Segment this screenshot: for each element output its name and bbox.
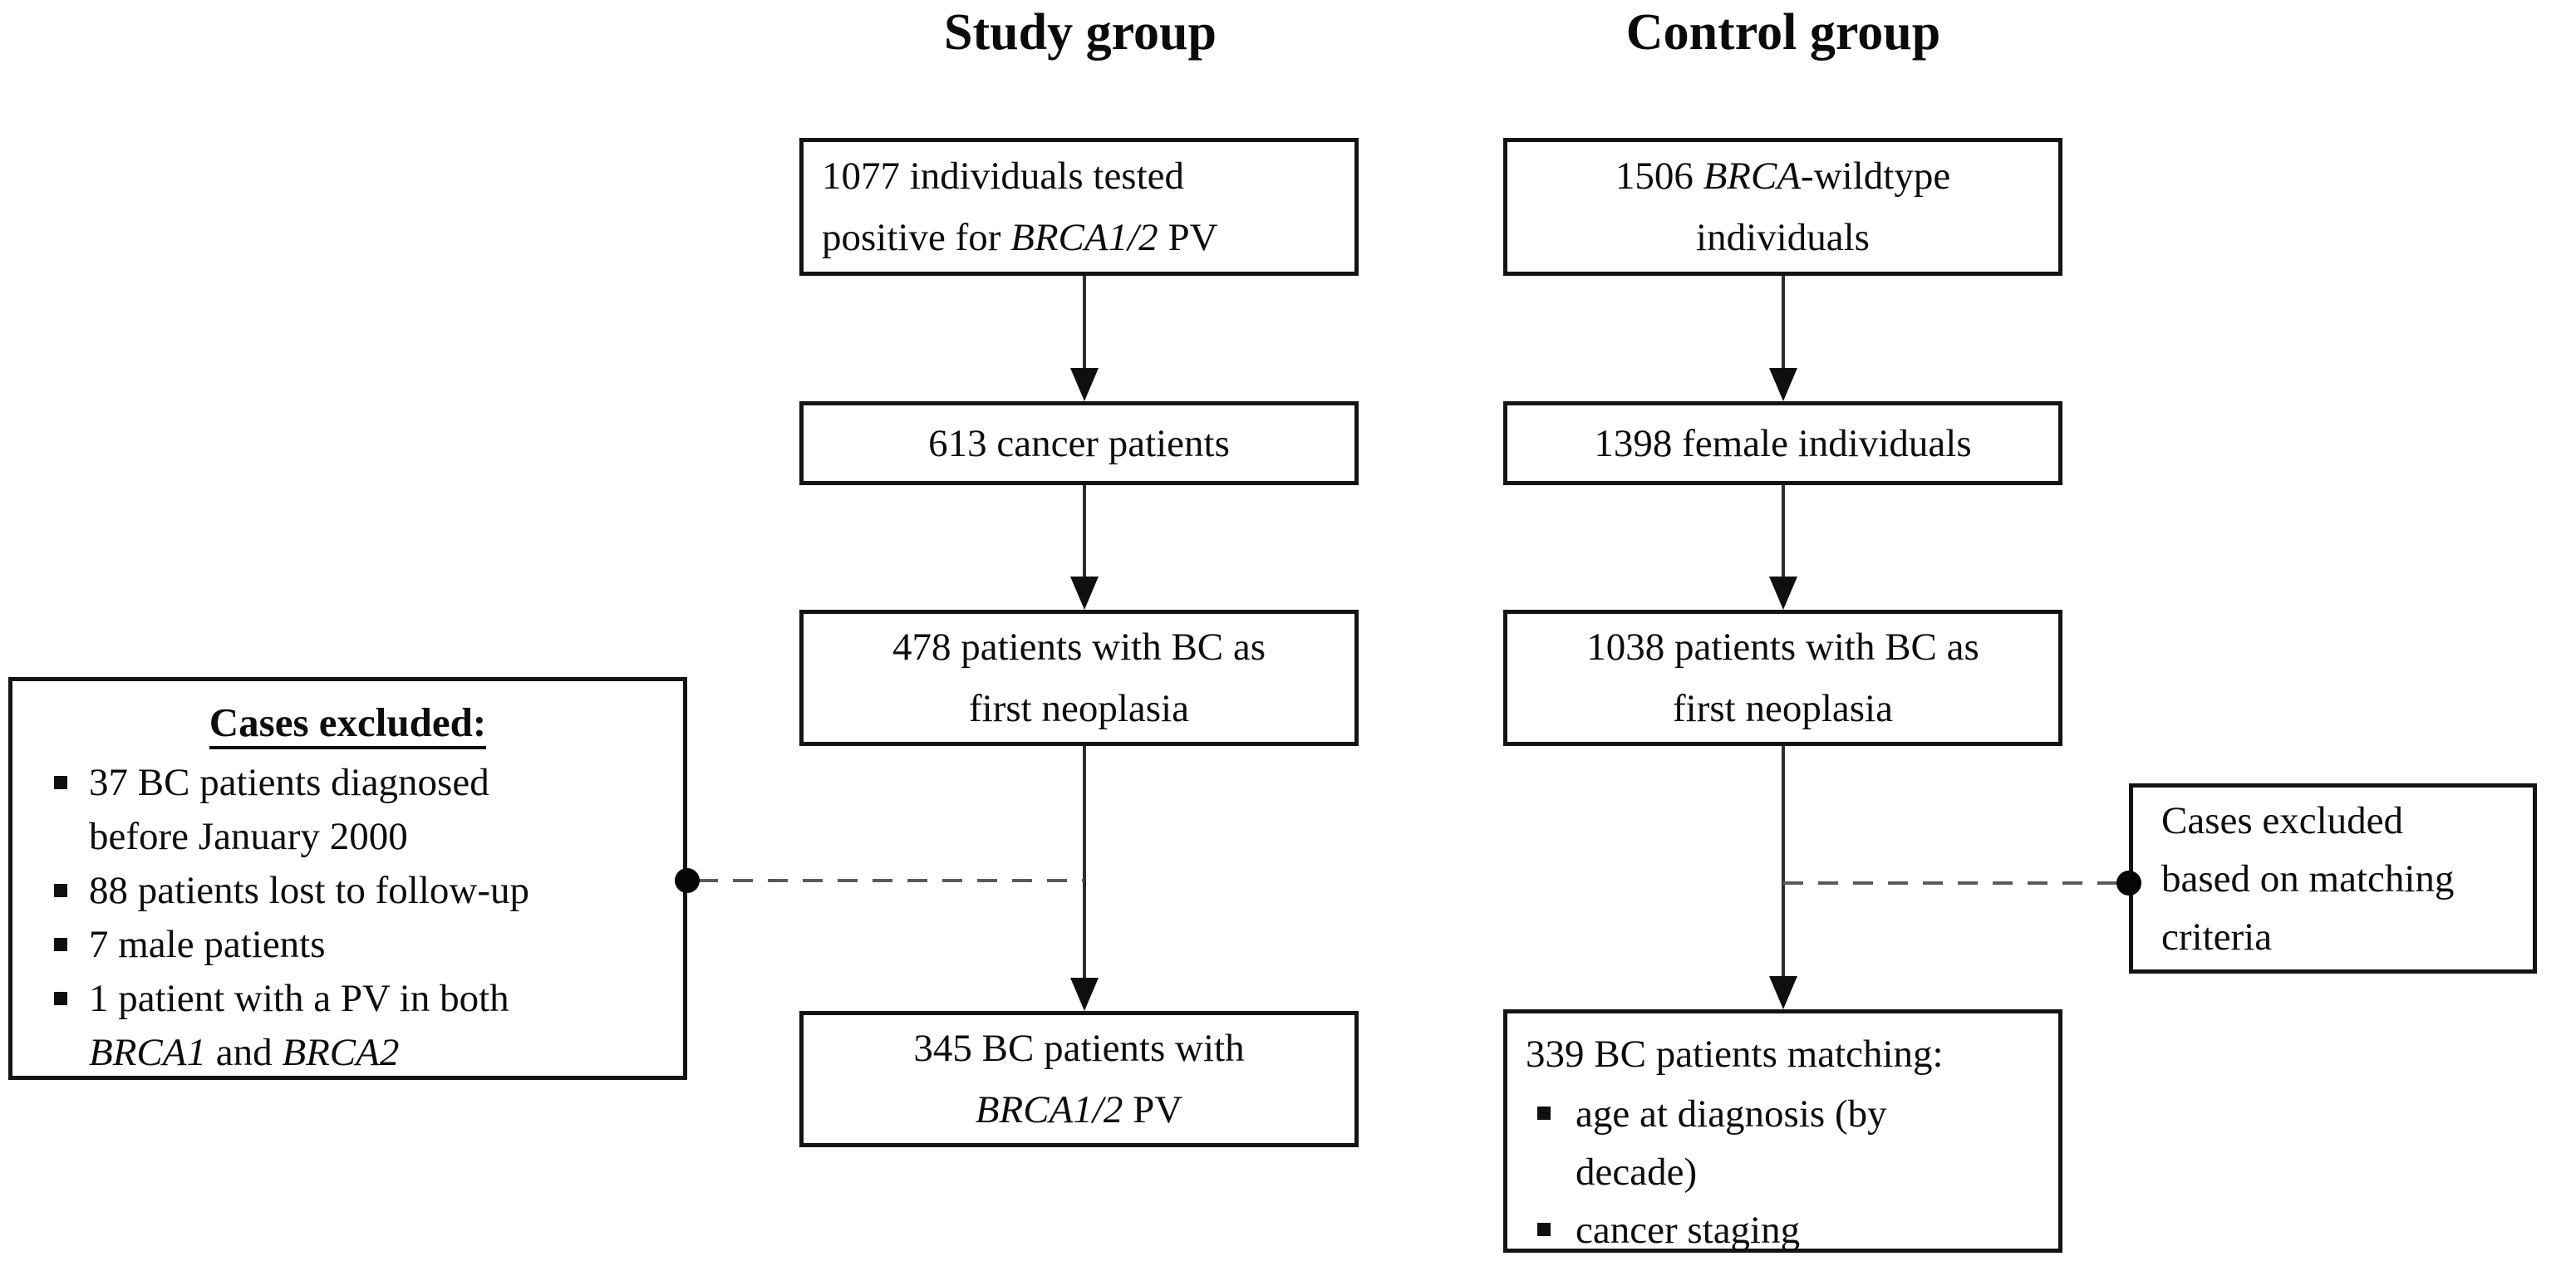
excluded-bullet-lost-followup: 88 patients lost to follow-up <box>34 864 661 918</box>
excluded-bullet-male: 7 male patients <box>34 918 661 972</box>
control-arrow-line-1 <box>1782 276 1785 370</box>
gene-name-italic: BRCA <box>1703 155 1802 198</box>
study-arrow-line-3 <box>1083 746 1086 981</box>
study-group-header: Study group <box>944 4 1217 61</box>
control-arrow-line-3 <box>1782 746 1785 978</box>
square-bullet-icon <box>54 776 67 789</box>
study-box-final: 345 BC patients with BRCA1/2 PV <box>799 1011 1359 1147</box>
control-bullet-staging: cancer staging <box>1526 1201 2042 1259</box>
study-box1-line2: positive for BRCA1/2 PV <box>822 216 1218 259</box>
connector-dot-right <box>2116 871 2141 896</box>
study-box1-line1: 1077 individuals tested <box>822 155 1185 198</box>
control-box1-line1: 1506 BRCA-wildtype <box>1615 155 1951 198</box>
dashed-connector-left <box>698 879 1084 882</box>
cases-excluded-left-box: Cases excluded: 37 BC patients diagnosed… <box>8 677 687 1080</box>
control-arrowhead-3 <box>1769 976 1797 1009</box>
square-bullet-icon <box>54 992 67 1005</box>
control-box-female: 1398 female individuals <box>1503 401 2062 485</box>
study-box-tested-positive: 1077 individuals tested positive for BRC… <box>799 138 1359 276</box>
square-bullet-icon <box>54 938 67 951</box>
control-box4-title: 339 BC patients matching: <box>1526 1033 1944 1076</box>
study-arrow-line-2 <box>1083 485 1086 578</box>
gene-name-italic: BRCA1/2 <box>1010 216 1158 259</box>
control-box-matching: 339 BC patients matching: age at diagnos… <box>1503 1009 2062 1253</box>
control-group-header: Control group <box>1625 4 1941 61</box>
excluded-bullet-before-2000: 37 BC patients diagnosed before January … <box>34 756 661 864</box>
square-bullet-icon <box>1537 1223 1551 1236</box>
connector-dot-left <box>675 868 700 893</box>
study-box4-line2: BRCA1/2 PV <box>975 1088 1183 1131</box>
study-arrowhead-2 <box>1070 577 1099 610</box>
dashed-connector-right <box>1783 881 2129 885</box>
study-arrow-line-1 <box>1083 276 1086 370</box>
control-bullet-age: age at diagnosis (by decade) <box>1526 1085 2042 1201</box>
control-arrowhead-1 <box>1769 368 1797 401</box>
study-box-bc-first-neoplasia: 478 patients with BC as first neoplasia <box>799 610 1359 746</box>
control-arrowhead-2 <box>1769 577 1797 610</box>
gene-name-italic: BRCA1/2 <box>975 1088 1123 1131</box>
control-box-bc-first-neoplasia: 1038 patients with BC as first neoplasia <box>1503 610 2062 746</box>
excluded-bullet4-line2: BRCA1 and BRCA2 <box>89 1031 400 1074</box>
study-arrowhead-1 <box>1070 368 1099 401</box>
control-arrow-line-2 <box>1782 485 1785 578</box>
cases-excluded-title: Cases excluded: <box>34 693 661 753</box>
cases-excluded-right-box: Cases excluded based on matching criteri… <box>2129 783 2537 974</box>
study-arrowhead-3 <box>1070 978 1099 1011</box>
gene-name-italic: BRCA1 <box>89 1031 206 1074</box>
excluded-bullet-pv-both: 1 patient with a PV in both BRCA1 and BR… <box>34 972 661 1080</box>
gene-name-italic: BRCA2 <box>282 1031 400 1074</box>
study-box-cancer-patients: 613 cancer patients <box>799 401 1359 485</box>
square-bullet-icon <box>1537 1107 1551 1120</box>
square-bullet-icon <box>54 884 67 897</box>
control-box-wildtype: 1506 BRCA-wildtype individuals <box>1503 138 2062 276</box>
